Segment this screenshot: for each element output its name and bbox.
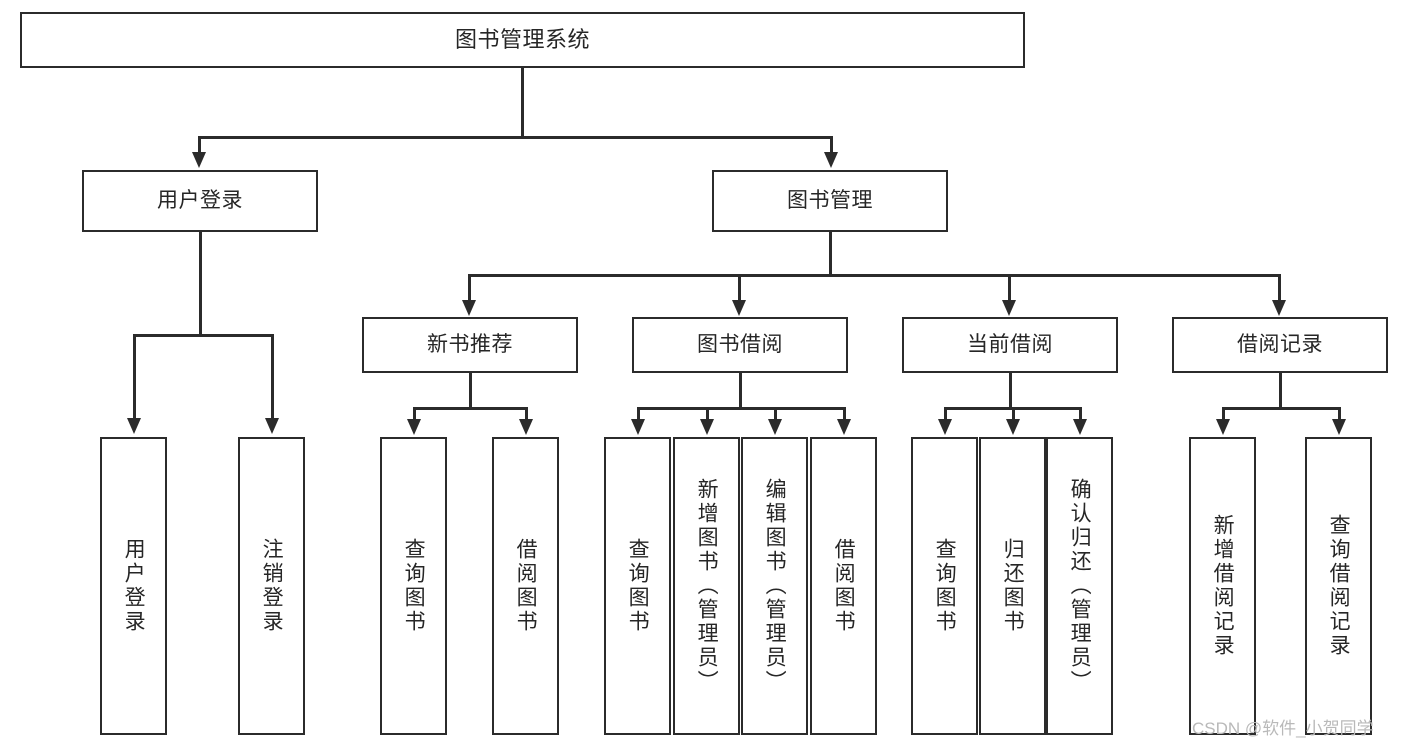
connector-to-book-borrow [738,274,741,302]
connector-root-stem [521,68,524,138]
node-leaf-user-logout[interactable]: 注销登录 [238,437,305,735]
node-leaf-add-book-label: 新增图书（管理员） [695,478,719,694]
connector-cb-drop-1 [944,407,947,421]
node-borrow-record-label: 借阅记录 [1237,333,1323,357]
connector-to-current-borrow [1008,274,1011,302]
node-leaf-edit-book-label: 编辑图书（管理员） [763,478,787,694]
arrowhead-leaf-query-record [1332,419,1346,435]
connector-user-login-drop-2 [271,334,274,420]
arrowhead-leaf-query-book-2 [631,419,645,435]
arrowhead-leaf-return-book [1006,419,1020,435]
node-book-manage-label: 图书管理 [787,189,873,213]
node-user-login-label: 用户登录 [157,189,243,213]
node-leaf-return-book[interactable]: 归还图书 [979,437,1046,735]
connector-to-borrow-record [1278,274,1281,302]
connector-bb-drop-3 [774,407,777,421]
node-leaf-user-logout-label: 注销登录 [260,538,284,634]
node-leaf-query-book-3[interactable]: 查询图书 [911,437,978,735]
connector-to-user-login [198,136,201,156]
connector-user-login-drop-1 [133,334,136,420]
node-root[interactable]: 图书管理系统 [20,12,1025,68]
connector-bb-drop-4 [843,407,846,421]
node-leaf-query-book-2-label: 查询图书 [626,538,650,634]
connector-current-borrow-stem [1009,373,1012,409]
node-book-manage[interactable]: 图书管理 [712,170,948,232]
arrowhead-current-borrow [1002,300,1016,316]
node-leaf-query-book-1-label: 查询图书 [402,538,426,634]
connector-book-borrow-stem [739,373,742,409]
connector-new-book-recommend-bar [413,407,527,410]
arrowhead-borrow-record [1272,300,1286,316]
connector-bb-drop-2 [706,407,709,421]
arrowhead-leaf-query-book-3 [938,419,952,435]
arrowhead-leaf-user-logout [265,418,279,434]
node-leaf-query-book-2[interactable]: 查询图书 [604,437,671,735]
arrowhead-leaf-user-login [127,418,141,434]
node-leaf-borrow-book-2-label: 借阅图书 [832,538,856,634]
node-leaf-query-record[interactable]: 查询借阅记录 [1305,437,1372,735]
node-book-borrow-label: 图书借阅 [697,333,783,357]
connector-book-borrow-bar [637,407,845,410]
connector-cb-drop-3 [1079,407,1082,421]
connector-new-book-recommend-stem [469,373,472,409]
node-leaf-confirm-return-label: 确认归还（管理员） [1068,478,1092,694]
node-leaf-confirm-return[interactable]: 确认归还（管理员） [1046,437,1113,735]
connector-borrow-record-stem [1279,373,1282,409]
node-leaf-query-record-label: 查询借阅记录 [1327,514,1351,658]
connector-book-manage-stem [829,232,832,276]
node-leaf-query-book-3-label: 查询图书 [933,538,957,634]
connector-nbr-drop-2 [525,407,528,421]
node-root-label: 图书管理系统 [454,26,590,52]
arrowhead-book-borrow [732,300,746,316]
connector-user-login-bar [133,334,273,337]
connector-br-drop-2 [1338,407,1341,421]
node-leaf-add-record-label: 新增借阅记录 [1211,514,1235,658]
connector-user-login-stem [199,232,202,336]
node-leaf-return-book-label: 归还图书 [1001,538,1025,634]
arrowhead-leaf-edit-book [768,419,782,435]
node-current-borrow-label: 当前借阅 [967,333,1053,357]
node-current-borrow[interactable]: 当前借阅 [902,317,1118,373]
node-leaf-edit-book[interactable]: 编辑图书（管理员） [741,437,808,735]
node-borrow-record[interactable]: 借阅记录 [1172,317,1388,373]
node-leaf-user-login-label: 用户登录 [122,538,146,634]
node-leaf-add-record[interactable]: 新增借阅记录 [1189,437,1256,735]
node-leaf-borrow-book-2[interactable]: 借阅图书 [810,437,877,735]
arrowhead-leaf-query-book-1 [407,419,421,435]
node-new-book-recommend[interactable]: 新书推荐 [362,317,578,373]
node-user-login[interactable]: 用户登录 [82,170,318,232]
node-leaf-borrow-book-1[interactable]: 借阅图书 [492,437,559,735]
connector-bb-drop-1 [637,407,640,421]
node-leaf-borrow-book-1-label: 借阅图书 [514,538,538,634]
arrowhead-leaf-borrow-book-2 [837,419,851,435]
arrowhead-new-book-recommend [462,300,476,316]
arrowhead-leaf-borrow-book-1 [519,419,533,435]
connector-br-drop-1 [1222,407,1225,421]
node-leaf-user-login[interactable]: 用户登录 [100,437,167,735]
connector-cb-drop-2 [1012,407,1015,421]
connector-level2-bar [198,136,832,139]
connector-to-new-book-recommend [468,274,471,302]
node-new-book-recommend-label: 新书推荐 [427,333,513,357]
connector-nbr-drop-1 [413,407,416,421]
watermark-text: CSDN @软件_小贺同学 [1192,719,1374,738]
connector-current-borrow-bar [944,407,1079,410]
connector-to-book-manage [830,136,833,156]
arrowhead-leaf-add-book [700,419,714,435]
node-book-borrow[interactable]: 图书借阅 [632,317,848,373]
arrowhead-book-manage [824,152,838,168]
connector-level3-bar [468,274,1280,277]
node-leaf-query-book-1[interactable]: 查询图书 [380,437,447,735]
arrowhead-leaf-add-record [1216,419,1230,435]
arrowhead-leaf-confirm-return [1073,419,1087,435]
node-leaf-add-book[interactable]: 新增图书（管理员） [673,437,740,735]
arrowhead-user-login [192,152,206,168]
connector-borrow-record-bar [1222,407,1340,410]
